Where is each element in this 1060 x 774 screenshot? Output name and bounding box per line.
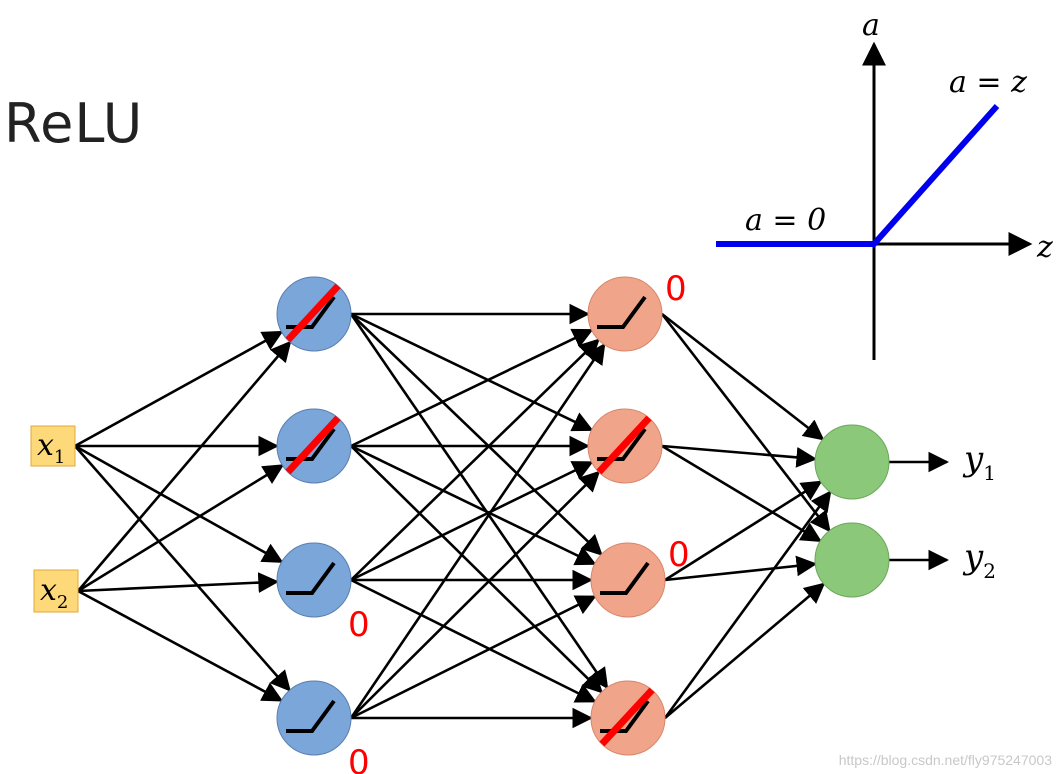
edge-h2n1-out2	[660, 313, 831, 533]
input-node-1: x1	[30, 425, 76, 468]
edge-h1n4-h2n1	[349, 342, 606, 719]
hidden_layer_2-neuron-circle-3	[590, 542, 666, 618]
output-label-2: y2	[962, 537, 996, 583]
hidden_layer_2-neuron-3: 0	[590, 535, 690, 618]
output-label-1: y1	[962, 439, 996, 485]
edge-h1n4-h2n2	[350, 470, 601, 719]
page-title: ReLU	[4, 92, 144, 155]
hidden_layer_1-neuron-circle-4	[276, 680, 352, 756]
hidden_layer_1-neuron-3: 0	[276, 542, 370, 645]
relu-glyph-icon-hidden_layer_2-4	[600, 699, 650, 733]
connection-edges	[74, 303, 950, 729]
relu-glyph-icon-hidden_layer_1-1	[286, 295, 336, 329]
left-branch-label: a = 0	[745, 203, 826, 238]
edge-input2-h1n1	[77, 340, 292, 592]
relu-curve	[716, 104, 1000, 247]
edge-input2-h1n3	[77, 572, 280, 593]
input-box-1	[30, 425, 76, 467]
input-label-1: x1	[37, 428, 65, 468]
hidden_layer_2-neuron-1: 0	[587, 269, 687, 352]
edge-h2n3-out2	[664, 555, 818, 582]
hidden_layer_1-neuron-circle-3	[276, 542, 352, 618]
deactivated-slash-hidden_layer_2-4	[599, 687, 655, 747]
input-label-2: x2	[40, 573, 68, 613]
edge-h2n4-out1	[663, 490, 832, 719]
edge-h1n2-h2n3	[350, 444, 597, 566]
relu-glyph-icon-hidden_layer_1-2	[286, 427, 336, 461]
edge-input2-h1n2	[77, 464, 285, 593]
deactivated-slash-hidden_layer_1-1	[285, 283, 341, 343]
edge-input1-h1n1	[74, 330, 284, 448]
a-axis-label: a	[862, 8, 880, 43]
edge-h1n3-h2n1	[350, 338, 600, 581]
edge-h2n3-out1	[664, 480, 823, 582]
watermark-text: https://blog.csdn.net/fly975247003	[838, 752, 1052, 768]
input-node-2: x2	[33, 569, 79, 613]
output-neuron-2	[814, 522, 890, 598]
hidden_layer_1-neuron-2	[276, 408, 352, 484]
edge-h1n2-h2n1	[350, 328, 594, 448]
edge-h2n2-out1	[661, 444, 818, 468]
right-branch-label: a = z	[949, 65, 1027, 100]
relu-glyph-icon-hidden_layer_1-3	[286, 561, 336, 595]
edge-h2n2-out2	[661, 444, 823, 543]
edge-h1n3-h2n2	[350, 461, 594, 582]
edge-h2n4-out2	[664, 582, 826, 719]
edge-h1n2-h2n4	[350, 445, 604, 694]
network-nodes: 0 0 0 0 y1 y2 x1 x2	[30, 269, 996, 774]
input-box-2	[33, 569, 79, 613]
hidden_layer_1-neuron-4: 0	[276, 680, 370, 774]
relu-glyph-icon-hidden_layer_1-4	[286, 699, 336, 733]
relu-glyph-icon-hidden_layer_2-1	[597, 295, 647, 329]
z-axis-label: z	[1036, 230, 1053, 265]
edge-h1n3-h2n4	[350, 578, 597, 703]
edge-h1n1-h2n3	[350, 313, 603, 556]
hidden_layer_1-neuron-1	[276, 276, 352, 352]
edge-h1n1-h2n4	[349, 313, 609, 690]
hidden_layer_2-neuron-4	[590, 680, 666, 756]
edge-input2-h1n4	[77, 589, 284, 702]
hidden_layer_1-zero-label-4: 0	[348, 743, 370, 774]
hidden_layer_2-zero-label-1: 0	[665, 269, 687, 309]
edge-input1-h1n3	[74, 444, 284, 564]
hidden_layer_2-zero-label-3: 0	[668, 535, 690, 575]
relu-plot: z a a = z a = 0	[716, 8, 1053, 360]
edge-h1n4-h2n3	[350, 595, 597, 720]
hidden_layer_2-neuron-circle-1	[587, 276, 663, 352]
edge-h2n1-out1	[661, 312, 825, 441]
deactivated-slash-hidden_layer_1-2	[285, 415, 341, 475]
hidden_layer_1-zero-label-3: 0	[348, 605, 370, 645]
hidden_layer_2-neuron-2	[587, 408, 663, 484]
edge-input1-h1n4	[74, 445, 291, 692]
deactivated-slash-hidden_layer_2-2	[596, 415, 652, 475]
relu-glyph-icon-hidden_layer_2-2	[597, 427, 647, 461]
output-neuron-1	[814, 424, 890, 500]
edge-h1n1-h2n2	[350, 312, 594, 432]
relu-glyph-icon-hidden_layer_2-3	[600, 561, 650, 595]
